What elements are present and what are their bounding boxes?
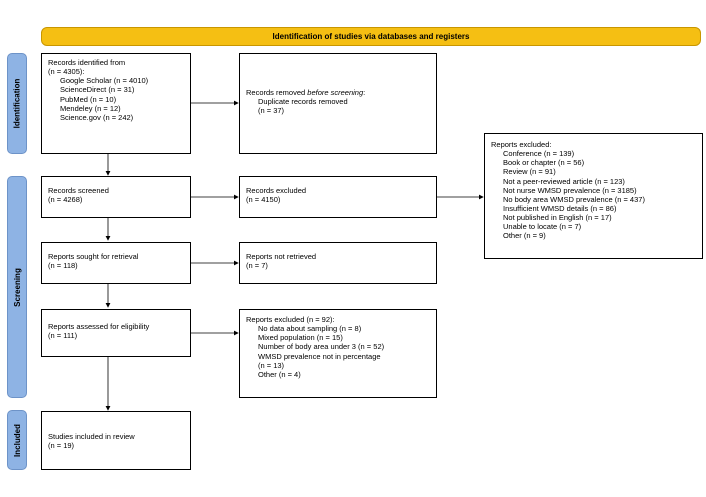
reason-book-chapter: Book or chapter (n = 56) bbox=[503, 158, 585, 168]
studies-included-title: Studies included in review bbox=[48, 432, 135, 441]
reports-sought-count: (n = 118) bbox=[48, 261, 78, 271]
screening-phase-label: Screening bbox=[7, 176, 27, 398]
reports-not-retrieved-title: Reports not retrieved bbox=[246, 252, 317, 261]
reason-not-english: Not published in English (n = 17) bbox=[503, 213, 612, 223]
records-identified-title: Records identified from bbox=[48, 58, 126, 67]
source-mendeley: Mendeley (n = 12) bbox=[60, 103, 121, 113]
reports-assessed-box: Reports assessed for eligibility (n = 11… bbox=[41, 309, 191, 357]
reason-insufficient-details: Insufficient WMSD details (n = 86) bbox=[503, 203, 617, 213]
reason-not-in-percentage: WMSD prevalence not in percentage bbox=[258, 351, 381, 361]
reason-not-nurse-wmsd: Not nurse WMSD prevalence (n = 3185) bbox=[503, 185, 637, 195]
reports-sought-title: Reports sought for retrieval bbox=[48, 252, 139, 261]
records-identified-box: Records identified from (n = 4305): Goog… bbox=[41, 53, 191, 154]
reason-not-peer-reviewed: Not a peer-reviewed article (n = 123) bbox=[503, 176, 625, 186]
records-screened-count: (n = 4268) bbox=[48, 195, 83, 205]
phase-banner: Identification of studies via databases … bbox=[41, 27, 701, 46]
duplicate-records-label: Duplicate records removed bbox=[258, 97, 348, 107]
records-screened-title: Records screened bbox=[48, 186, 109, 195]
records-removed-title: Records removed before screening: bbox=[246, 88, 366, 97]
banner-title: Identification of studies via databases … bbox=[272, 32, 470, 41]
reports-not-retrieved-box: Reports not retrieved (n = 7) bbox=[239, 242, 437, 284]
records-excluded-count: (n = 4150) bbox=[246, 195, 281, 205]
reports-not-retrieved-count: (n = 7) bbox=[246, 261, 268, 271]
reason-body-area-under-3: Number of body area under 3 (n = 52) bbox=[258, 342, 385, 352]
records-excluded-box: Records excluded (n = 4150) bbox=[239, 176, 437, 218]
reports-assessed-count: (n = 111) bbox=[48, 331, 78, 341]
reason-mixed-population: Mixed population (n = 15) bbox=[258, 333, 343, 343]
reports-excluded-reasons-box: Reports excluded: Conference (n = 139) B… bbox=[484, 133, 703, 259]
studies-included-count: (n = 19) bbox=[48, 441, 75, 451]
reason-review: Review (n = 91) bbox=[503, 167, 556, 177]
included-phase-label: Included bbox=[7, 410, 27, 470]
identification-phase-label: Identification bbox=[7, 53, 27, 154]
reason-conference: Conference (n = 139) bbox=[503, 149, 575, 159]
reason-no-sampling-data: No data about sampling (n = 8) bbox=[258, 324, 362, 334]
records-identified-count: (n = 4305): bbox=[48, 67, 85, 77]
reason-other: Other (n = 9) bbox=[503, 231, 546, 241]
reports-excluded-eligibility-title: Reports excluded (n = 92): bbox=[246, 315, 335, 324]
source-sciencedirect: ScienceDirect (n = 31) bbox=[60, 85, 135, 95]
reports-sought-box: Reports sought for retrieval (n = 118) bbox=[41, 242, 191, 284]
reports-excluded-title: Reports excluded: bbox=[491, 140, 552, 149]
reports-excluded-eligibility-box: Reports excluded (n = 92): No data about… bbox=[239, 309, 437, 398]
reason-not-in-percentage-count: (n = 13) bbox=[258, 360, 285, 370]
source-science-gov: Science.gov (n = 242) bbox=[60, 112, 134, 122]
source-pubmed: PubMed (n = 10) bbox=[60, 94, 117, 104]
reason-unable-to-locate: Unable to locate (n = 7) bbox=[503, 222, 582, 232]
reason-no-body-area: No body area WMSD prevalence (n = 437) bbox=[503, 194, 645, 204]
records-removed-box: Records removed before screening: Duplic… bbox=[239, 53, 437, 154]
source-google-scholar: Google Scholar (n = 4010) bbox=[60, 76, 149, 86]
records-removed-count: (n = 37) bbox=[258, 106, 285, 116]
reports-assessed-title: Reports assessed for eligibility bbox=[48, 322, 150, 331]
records-excluded-title: Records excluded bbox=[246, 186, 307, 195]
reason-other-small: Other (n = 4) bbox=[258, 369, 301, 379]
studies-included-box: Studies included in review (n = 19) bbox=[41, 411, 191, 470]
records-screened-box: Records screened (n = 4268) bbox=[41, 176, 191, 218]
